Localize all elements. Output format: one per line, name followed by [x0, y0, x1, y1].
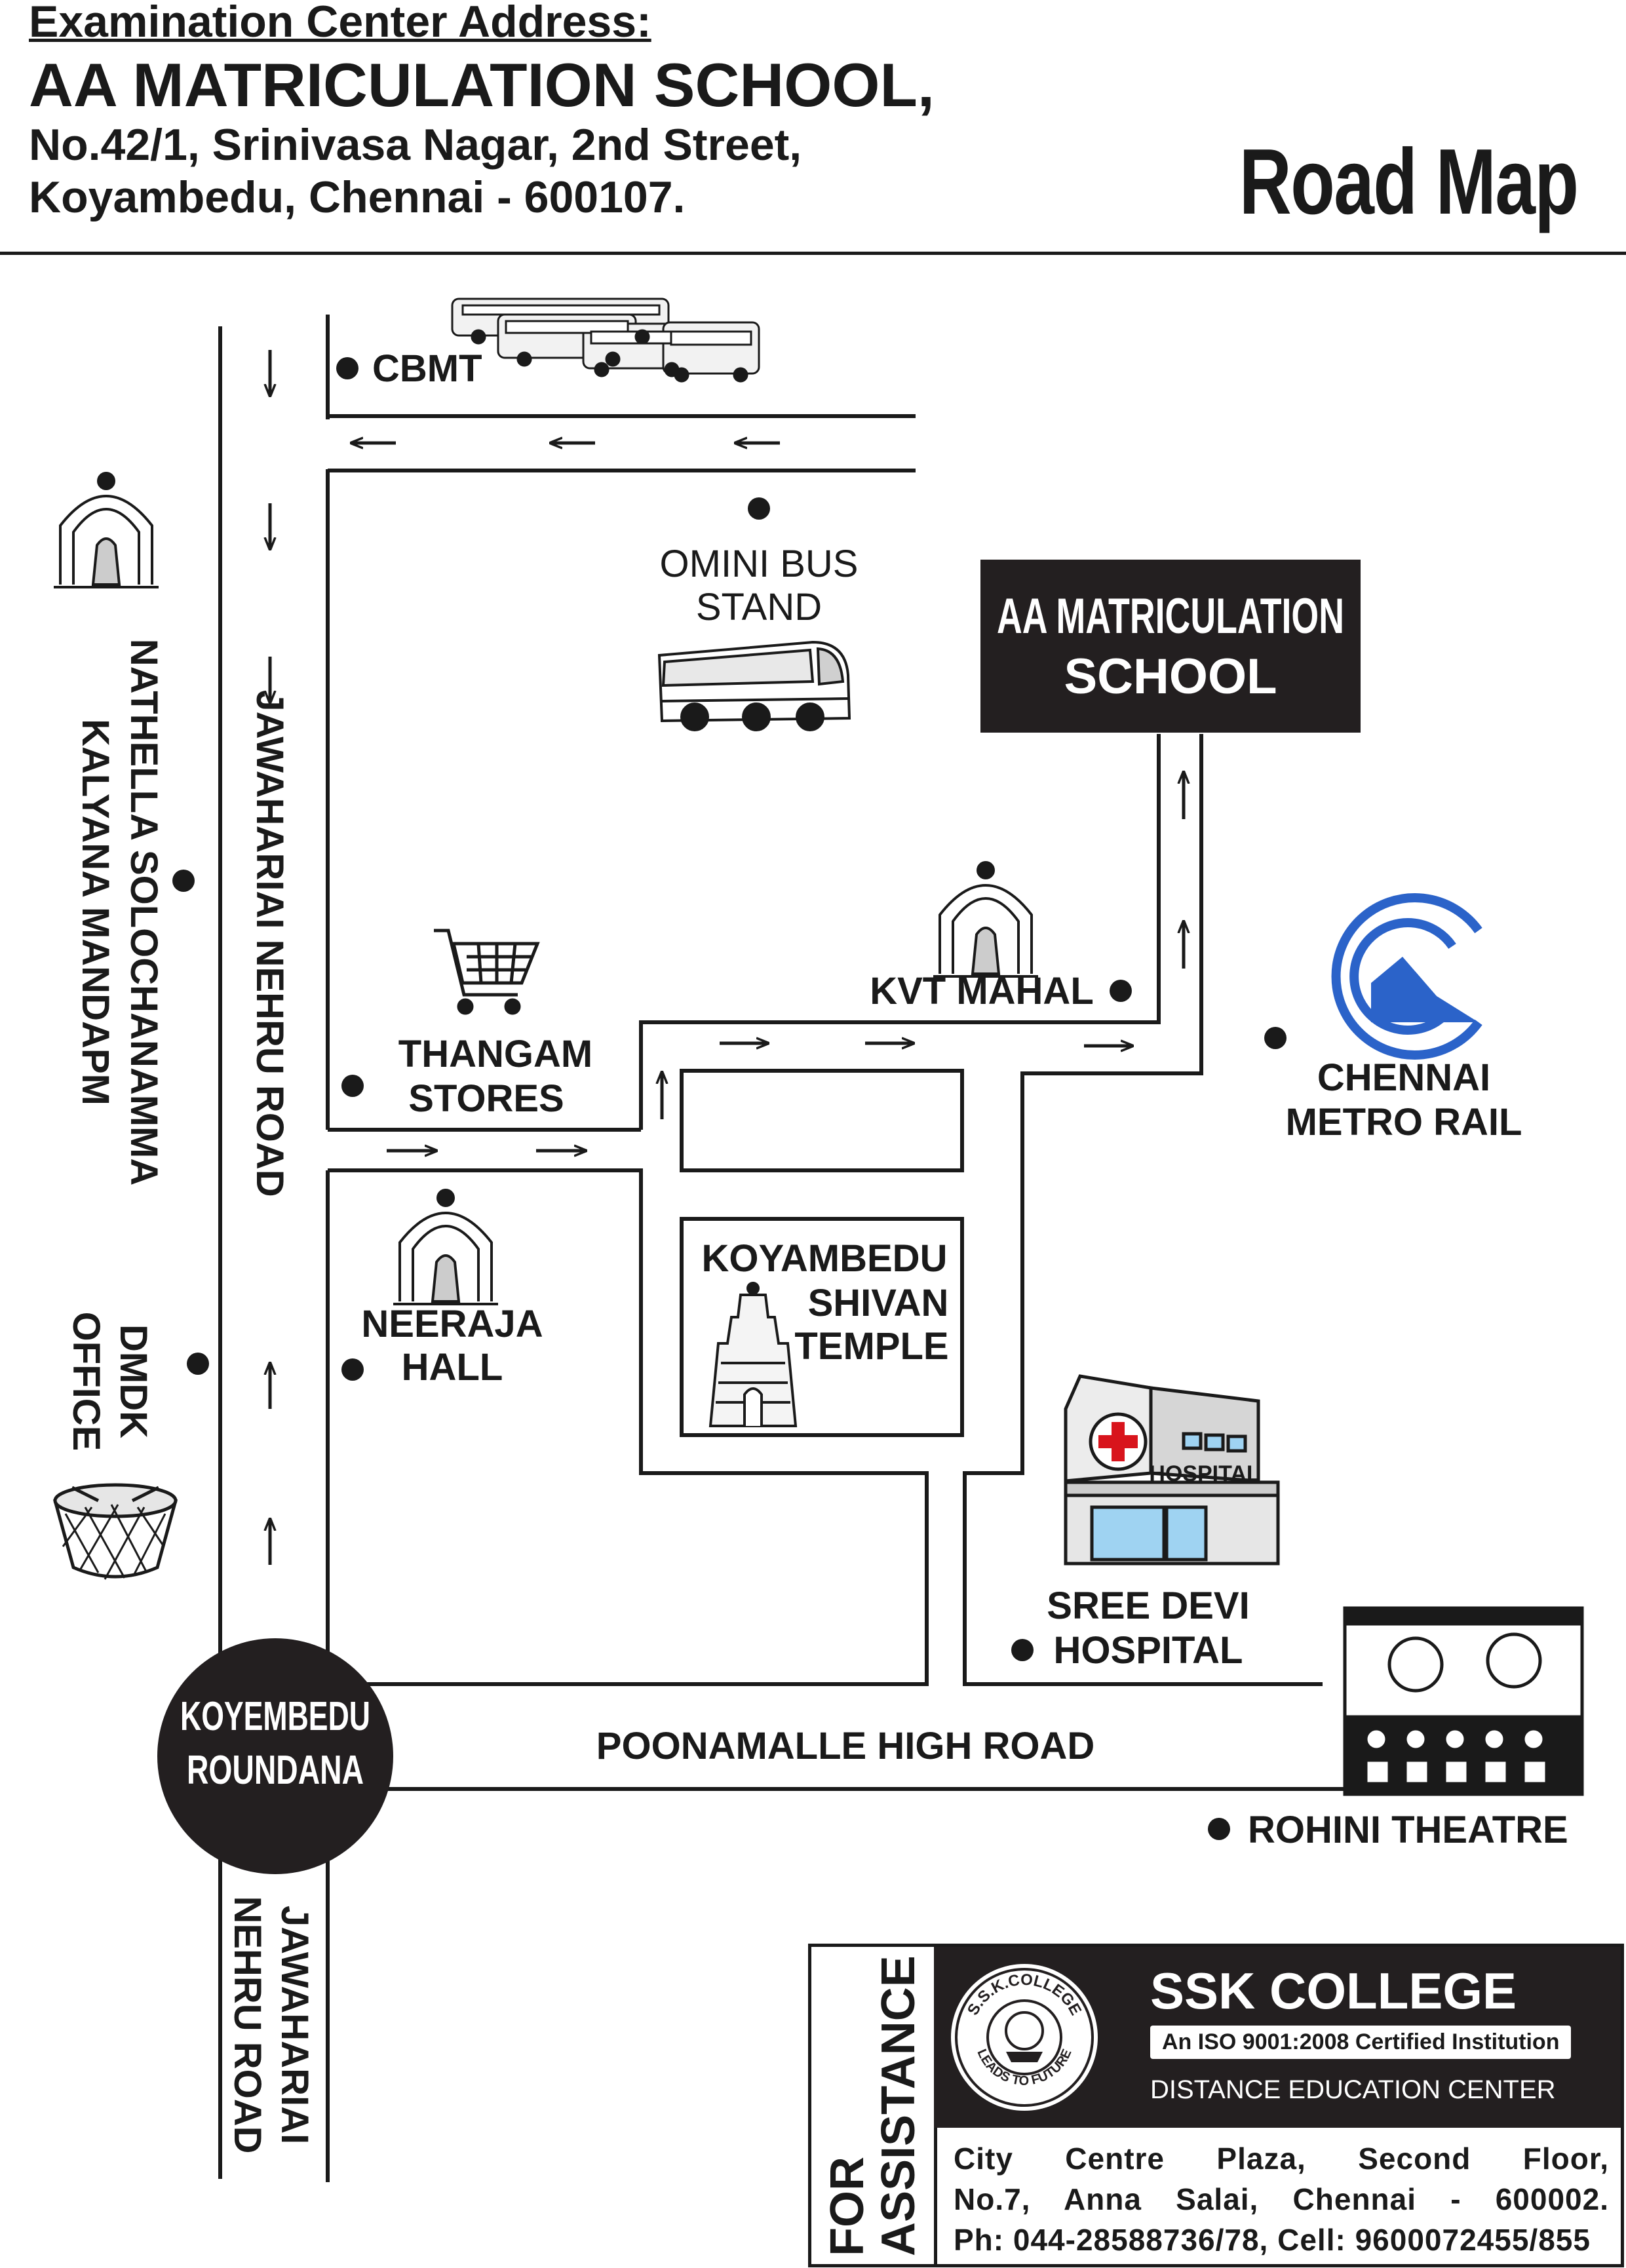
label-school-1: AA MATRICULATION — [997, 588, 1344, 644]
hospital-sign-text: HOSPITAL — [1149, 1461, 1260, 1486]
label-cbmt: CBMT — [372, 347, 482, 390]
label-neeraja-1: NEERAJA — [361, 1303, 543, 1345]
assistance-side-label: FOR ASSISTANCE — [811, 1947, 937, 2264]
assist-label-assistance: ASSISTANCE — [872, 1955, 925, 2256]
mandapam-icon — [393, 1189, 498, 1305]
exam-center-address-line1: No.42/1, Srinivasa Nagar, 2nd Street, — [29, 120, 802, 170]
bus-fleet-icon — [451, 298, 760, 383]
label-thangam-1: THANGAM — [398, 1033, 592, 1075]
label-kvt-mahal: KVT MAHAL — [870, 970, 1094, 1012]
location-dots — [172, 357, 1287, 1840]
label-temple-2: SHIVAN — [808, 1282, 949, 1324]
map-title: Road Map — [1239, 130, 1578, 234]
label-hospital-1: SREE DEVI — [1047, 1585, 1249, 1627]
label-jn-road-upper: JAWAHARIAI NEHRU ROAD — [248, 690, 291, 1197]
roundana-circle — [157, 1638, 393, 1874]
hospital-building-icon — [1064, 1374, 1280, 1566]
label-thangam-2: STORES — [408, 1077, 564, 1120]
department-label: DISTANCE EDUCATION CENTER — [1150, 2075, 1556, 2104]
bus-icon — [657, 640, 851, 731]
label-neeraja-2: HALL — [402, 1346, 503, 1389]
header-divider — [0, 252, 1626, 255]
shopping-cart-icon — [434, 929, 540, 1015]
metro-logo-icon — [1331, 893, 1482, 1060]
road-lines — [218, 315, 1370, 2182]
label-temple-3: TEMPLE — [794, 1325, 948, 1368]
college-seal-icon: S.S.K.COLLEGE LEADS TO FUTURE — [951, 1964, 1098, 2111]
exam-center-name: AA MATRICULATION SCHOOL, — [29, 50, 935, 119]
label-hospital-2: HOSPITAL — [1054, 1629, 1243, 1672]
label-nathella-2: KALYANA MANDAPM — [74, 719, 117, 1105]
iso-badge: An ISO 9001:2008 Certified Institution — [1150, 2026, 1572, 2059]
label-metro-1: CHENNAI — [1317, 1056, 1490, 1099]
exam-center-label: Examination Center Address: — [29, 0, 651, 47]
label-omini-1: OMINI BUS — [660, 543, 859, 585]
college-name: SSK COLLEGE — [1150, 1962, 1517, 2020]
label-temple-1: KOYAMBEDU — [702, 1237, 948, 1280]
label-roundana-1: KOYEMBEDU — [180, 1694, 370, 1739]
drum-icon — [53, 1483, 178, 1580]
label-rohini-theatre: ROHINI THEATRE — [1248, 1809, 1568, 1851]
school-box — [980, 560, 1361, 733]
mandapam-icon — [54, 472, 159, 588]
label-roundana-2: ROUNDANA — [187, 1748, 364, 1793]
temple-gopuram-icon — [708, 1282, 798, 1427]
label-jn-road-lower-2: NEHRU ROAD — [226, 1896, 269, 2153]
college-address-line1: City Centre Plaza, Second Floor, — [954, 2142, 1609, 2176]
college-address: City Centre Plaza, Second Floor, No.7, A… — [954, 2138, 1609, 2260]
exam-center-address-line2: Koyambedu, Chennai - 600107. — [29, 172, 686, 222]
label-school-2: SCHOOL — [1064, 649, 1277, 704]
theatre-icon — [1343, 1606, 1584, 1796]
label-dmdk-2: OFFICE — [65, 1312, 107, 1451]
college-phone: Ph: 044-28588736/78, Cell: 9600072455/85… — [954, 2223, 1591, 2257]
label-poonamalle-road: POONAMALLE HIGH ROAD — [596, 1725, 1094, 1767]
traffic-arrows — [270, 350, 1184, 1565]
assist-label-for: FOR — [821, 2157, 874, 2256]
label-nathella-1: NATHELLA SOLOCHANAMMA — [123, 639, 165, 1185]
label-omini-2: STAND — [696, 586, 822, 628]
label-dmdk-1: DMDK — [112, 1324, 155, 1438]
assistance-box: FOR ASSISTANCE S.S.K.COLLEGE LEADS TO FU… — [808, 1944, 1624, 2267]
label-metro-2: METRO RAIL — [1286, 1101, 1522, 1144]
label-jn-road-lower-1: JAWAHARIAI — [273, 1906, 316, 2144]
college-banner: S.S.K.COLLEGE LEADS TO FUTURE SSK COLLEG… — [934, 1947, 1621, 2128]
college-address-line2: No.7, Anna Salai, Chennai - 600002. — [954, 2182, 1609, 2216]
mandapam-icon — [933, 861, 1038, 978]
